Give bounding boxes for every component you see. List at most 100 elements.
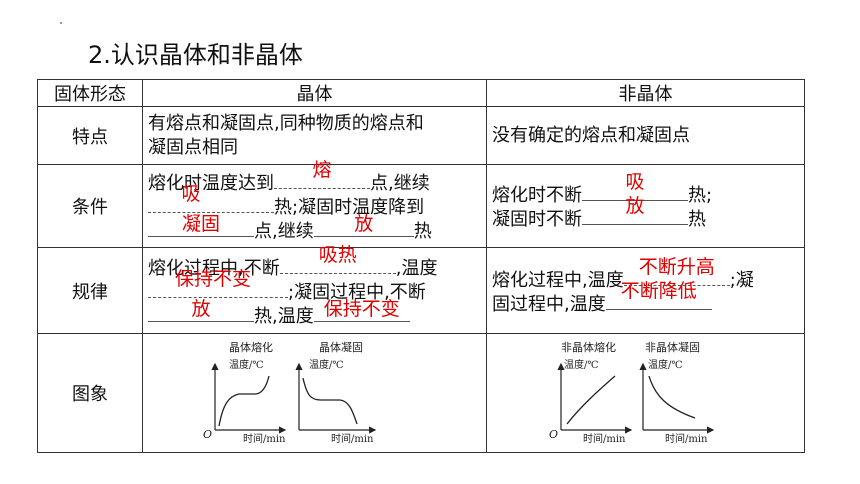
fill-blank: 不断升高: [623, 257, 730, 286]
crystal-conditions-cell: 熔化时温度达到熔点,继续 吸热;凝固时温度降到 凝固点,继续放热: [142, 160, 487, 248]
fill-blank: 保持不变: [313, 299, 410, 322]
crystal-rules-line-1: 熔化过程中,不断 吸热 ,温度: [148, 245, 481, 279]
answer-falling: 不断降低: [620, 279, 697, 302]
text: 热,温度: [254, 305, 314, 327]
fill-blank: 不断降低: [605, 281, 712, 310]
header-solid-form: 固体形态: [37, 79, 143, 107]
text: ;凝固过程中,不断: [288, 281, 426, 303]
origin-label: O: [203, 428, 212, 441]
y-axis-label: 温度/℃: [648, 358, 683, 371]
crystal-melting-graph: 晶体熔化 温度/℃ O 时间/min: [203, 340, 287, 445]
text: 熔化时不断: [492, 185, 582, 206]
row-label-features: 特点: [37, 106, 143, 165]
solidifying-curve: [302, 377, 358, 425]
answer-melting-point: 熔: [312, 159, 332, 181]
answer-unchanged: 保持不变: [174, 267, 251, 290]
x-axis-label: 时间/min: [331, 432, 374, 445]
header-crystal: 晶体: [142, 79, 487, 107]
crystal-rules-cell: 熔化过程中,不断吸热,温度 保持不变;凝固过程中,不断 放热,温度保持不变: [142, 245, 487, 334]
graph-title: 晶体凝固: [319, 340, 363, 354]
fill-blank: 放: [148, 299, 254, 322]
fill-blank: 吸: [148, 184, 274, 213]
text: 熔化过程中,温度: [492, 269, 624, 291]
amorphous-graphs: 非晶体熔化 温度/℃ O 时间/min 非晶体凝固 温度/℃ 时间/min: [549, 340, 715, 445]
decorative-dot: [60, 22, 62, 24]
rising-curve: [566, 375, 616, 425]
table-row-features: 特点 有熔点和凝固点,同种物质的熔点和 凝固点相同 没有确定的熔点和凝固点: [37, 106, 805, 165]
text: 热;凝固时温度降到: [274, 197, 425, 218]
crystal-graphs: 晶体熔化 温度/℃ O 时间/min 晶体凝固 温度/℃ 时间/min: [203, 340, 377, 445]
table-row-rules: 规律 熔化过程中,不断吸热,温度 保持不变;凝固过程中,不断 放热,温度保持不变…: [37, 245, 805, 334]
amorphous-conditions-line-1: 熔化时不断 吸热;: [492, 172, 799, 206]
amorphous-rules-line-1: 熔化过程中,温度不断升高 ;凝: [492, 257, 799, 291]
amorphous-features-text: 没有确定的熔点和凝固点: [492, 124, 690, 146]
y-axis-label: 温度/℃: [309, 358, 344, 371]
y-axis-label: 温度/℃: [564, 358, 599, 371]
text: 熔化过程中,不断: [148, 257, 280, 279]
fill-blank: 熔: [274, 160, 370, 189]
crystal-graphs-cell: 晶体熔化 温度/℃ O 时间/min 晶体凝固 温度/℃ 时间/min: [142, 333, 487, 453]
amorphous-rules-cell: 熔化过程中,温度不断升高 ;凝 固过程中,温度不断降低: [486, 247, 805, 334]
text: 热: [413, 221, 432, 242]
answer-rising: 不断升高: [638, 255, 715, 278]
crystal-conditions-line-3: 凝固 点,继续 放 热: [148, 214, 481, 242]
fill-blank: 吸热: [279, 245, 396, 274]
origin-label: O: [549, 428, 558, 441]
crystal-conditions-line-2: 吸热;凝固时温度降到: [148, 184, 481, 218]
fill-blank: 保持不变: [148, 269, 288, 298]
falling-curve: [648, 375, 696, 419]
y-axis-label: 温度/℃: [229, 358, 264, 371]
x-axis-label: 时间/min: [243, 432, 286, 445]
crystal-features-line-1: 有熔点和凝固点,同种物质的熔点和: [148, 112, 424, 134]
answer-release: 放: [354, 213, 374, 235]
row-label-rules: 规律: [37, 247, 143, 334]
answer-absorb-heat: 吸热: [318, 243, 357, 266]
table-row-graphs: 图象 晶体熔化 温度/℃ O 时间/min 晶体凝: [37, 333, 805, 453]
graph-title: 非晶体熔化: [561, 340, 616, 354]
table-row-conditions: 条件 熔化时温度达到熔点,继续 吸热;凝固时温度降到 凝固点,继续放热 熔化时不…: [37, 160, 805, 248]
section-heading: 2.认识晶体和非晶体: [88, 41, 303, 69]
text: 固过程中,温度: [492, 293, 606, 315]
melting-curve: [218, 375, 270, 427]
text: 熔化时温度达到: [148, 173, 274, 194]
text: ;凝: [729, 269, 754, 291]
crystal-solidifying-graph: 晶体凝固 温度/℃ 时间/min: [295, 340, 377, 445]
crystal-rules-line-3: 放 热,温度保持不变: [148, 299, 481, 327]
table-header-row: 固体形态 晶体 非晶体: [37, 79, 805, 107]
amorphous-solidifying-graph: 非晶体凝固 温度/℃ 时间/min: [639, 340, 715, 445]
crystal-features-cell: 有熔点和凝固点,同种物质的熔点和 凝固点相同: [142, 106, 487, 165]
graph-title: 晶体熔化: [229, 340, 273, 354]
text: 凝固时不断: [492, 209, 582, 230]
comparison-table: 固体形态 晶体 非晶体 特点 有熔点和凝固点,同种物质的熔点和 凝固点相同 没有…: [37, 79, 805, 453]
amorphous-features-cell: 没有确定的熔点和凝固点: [486, 106, 805, 165]
amorphous-conditions-line-2: 凝固时不断 放热: [492, 196, 799, 230]
answer-release: 放: [191, 297, 211, 320]
x-axis-label: 时间/min: [583, 432, 626, 445]
crystal-features-line-2: 凝固点相同: [148, 136, 238, 158]
header-amorphous: 非晶体: [486, 79, 805, 107]
text: 点,继续: [254, 221, 314, 242]
graph-title: 非晶体凝固: [645, 340, 700, 354]
amorphous-melting-graph: 非晶体熔化 温度/℃ O 时间/min: [549, 340, 633, 445]
text: ,温度: [395, 257, 438, 279]
crystal-rules-line-2: 保持不变 ;凝固过程中,不断: [148, 269, 481, 303]
fill-blank: 吸: [582, 172, 688, 201]
crystal-conditions-line-1: 熔化时温度达到 熔点,继续: [148, 160, 481, 194]
fill-blank: 凝固: [148, 214, 254, 237]
answer-solidifying: 凝固: [181, 213, 220, 235]
x-axis-label: 时间/min: [665, 432, 708, 445]
text: 点,继续: [370, 173, 430, 194]
answer-absorb: 吸: [625, 171, 645, 193]
answer-release: 放: [625, 195, 645, 217]
amorphous-conditions-cell: 熔化时不断 吸热; 凝固时不断 放热: [486, 164, 805, 248]
answer-absorb: 吸: [181, 183, 201, 205]
row-label-graphs: 图象: [37, 333, 143, 453]
fill-blank: 放: [582, 196, 688, 225]
amorphous-rules-line-2: 固过程中,温度不断降低: [492, 281, 799, 315]
answer-unchanged: 保持不变: [323, 297, 400, 320]
amorphous-graphs-cell: 非晶体熔化 温度/℃ O 时间/min 非晶体凝固 温度/℃ 时间/min: [486, 333, 805, 453]
text: 热: [688, 209, 706, 230]
fill-blank: 放: [313, 214, 414, 237]
text: 热;: [688, 185, 713, 206]
row-label-conditions: 条件: [37, 164, 143, 248]
